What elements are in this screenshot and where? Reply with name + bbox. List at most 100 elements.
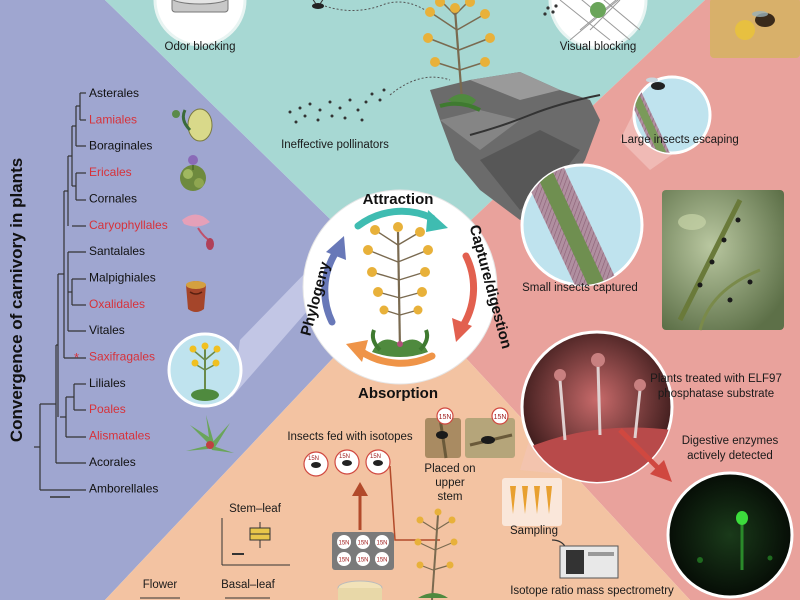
clade-label: Acorales [89, 455, 136, 469]
attraction-arrow-head [426, 210, 448, 232]
phylogeny-tree [34, 92, 86, 498]
odor-blocking-image [153, 0, 247, 47]
clade-label: Boraginales [89, 139, 152, 153]
isotope-label: 15N [308, 456, 319, 462]
poales-plant-icon [186, 415, 234, 453]
fly-icon [373, 460, 383, 466]
stem-leaf-boxplot [221, 518, 290, 566]
ineffective-pollinators-swarm [288, 88, 386, 124]
caryophyllales-plant-icon [182, 214, 214, 250]
clade-label: Asterales [89, 86, 139, 100]
fly-icon [311, 462, 321, 468]
phylogeny-arrow-head [326, 236, 346, 260]
isotope-vial-tray: 15N 15N 15N 15N 15N 15N [332, 532, 394, 570]
placed-label-line3: stem [438, 491, 463, 503]
placed-label-line2: upper [435, 477, 465, 489]
oxalidales-plant-icon [186, 281, 206, 312]
flying-insect-icon [312, 0, 426, 11]
elf97-label-line1: Plants treated with ELF97 [650, 373, 782, 385]
center-plant-illustration [363, 222, 433, 357]
clade-label: Alismatales [89, 429, 150, 443]
isotope-label: 15N [338, 558, 349, 564]
absorption-label: Absorption [358, 385, 438, 402]
attraction-panel [105, 0, 705, 287]
isotope-fed-insects: 15N 15N 15N [303, 449, 391, 477]
attraction-label: Attraction [363, 191, 434, 208]
mass-spectrometer [559, 545, 619, 579]
placed-label-line1: Placed on [424, 463, 475, 475]
clade-list: AsteralesLamialesBoraginalesEricalesCorn… [89, 86, 168, 495]
clade-label: Ericales [89, 165, 132, 179]
isotope-vial [337, 535, 351, 549]
arrow-to-fluorescence [618, 428, 662, 472]
stem-leaf-label: Stem–leaf [229, 503, 282, 515]
capture-arrow-head [452, 318, 472, 342]
clade-label: Oxalidales [89, 297, 145, 311]
isotope-vial [375, 535, 389, 549]
agar-dish [337, 580, 383, 600]
svg-text:15N: 15N [439, 414, 452, 421]
stem-with-insects-photo [662, 190, 784, 331]
svg-text:15N: 15N [494, 414, 507, 421]
clade-label: Lamiales [89, 112, 137, 126]
irms-label: Isotope ratio mass spectrometry [510, 585, 674, 597]
capture-arrow [460, 252, 478, 328]
clade-label: Saxifragales [89, 350, 155, 364]
attraction-arrow [354, 207, 436, 230]
insect-on-stem-photo [425, 417, 515, 459]
clade-label: Poales [89, 402, 126, 416]
insects-fed-label: Insects fed with isotopes [287, 431, 413, 443]
absorption-arrow [358, 348, 436, 367]
isotope-label: 15N [357, 558, 368, 564]
isotope-badge-stem: 15N [436, 407, 454, 425]
small-insects-captured-image [520, 163, 644, 287]
isotope-label: 15N [357, 541, 368, 547]
visual-blocking-image [543, 0, 648, 50]
clade-label: Amborellales [89, 481, 158, 495]
arrow-to-insects-head [352, 482, 368, 496]
isotope-label: 15N [376, 558, 387, 564]
enzymes-label-line2: actively detected [687, 450, 773, 462]
clade-label: Liliales [89, 376, 126, 390]
lamiales-plant-icon [172, 108, 213, 142]
path-to-stem [389, 465, 440, 541]
isotope-vial [356, 552, 370, 566]
saxifragales-plant-icon [189, 342, 221, 401]
absorption-plant [414, 508, 458, 600]
odor-blocking-label: Odor blocking [165, 41, 236, 53]
capture-panel [400, 0, 800, 600]
isotope-vial [337, 552, 351, 566]
large-insects-label: Large insects escaping [621, 134, 739, 146]
visual-blocking-label: Visual blocking [560, 41, 637, 53]
isotope-vial [356, 535, 370, 549]
clade-label: Cornales [89, 191, 137, 205]
fly-icon [342, 460, 352, 466]
absorption-arrow-head [346, 340, 368, 362]
isotope-label: 15N [376, 541, 387, 547]
elf97-label-line2: phosphatase substrate [658, 388, 774, 400]
isotope-badge-photo: 15N [491, 407, 509, 425]
isotope-vial [375, 552, 389, 566]
saxifragales-marker: * [74, 350, 79, 365]
small-insects-label: Small insects captured [522, 282, 638, 294]
triantha-plant-illustration [423, 0, 495, 112]
isotope-label: 15N [339, 454, 350, 460]
sample-tubes [502, 478, 562, 526]
fluorescence-micrograph [666, 471, 794, 599]
phylogeny-arrow [321, 248, 340, 326]
isotope-label: 15N [338, 541, 349, 547]
bee-on-flower-photo [710, 0, 800, 58]
large-insects-escaping-image [632, 75, 712, 155]
enzymes-label-line1: Digestive enzymes [682, 435, 779, 447]
ineffective-pollinators-label: Ineffective pollinators [281, 139, 389, 151]
clade-label: Vitales [89, 323, 125, 337]
flower-label: Flower [143, 579, 178, 591]
ericales-plant-icon [180, 155, 206, 191]
clade-label: Malpighiales [89, 271, 156, 285]
arrow-to-fluorescence-head [650, 460, 672, 482]
sidebar-title: Convergence of carnivory in plants [7, 158, 26, 442]
sampling-label: Sampling [510, 525, 558, 537]
isotope-label: 15N [370, 454, 381, 460]
